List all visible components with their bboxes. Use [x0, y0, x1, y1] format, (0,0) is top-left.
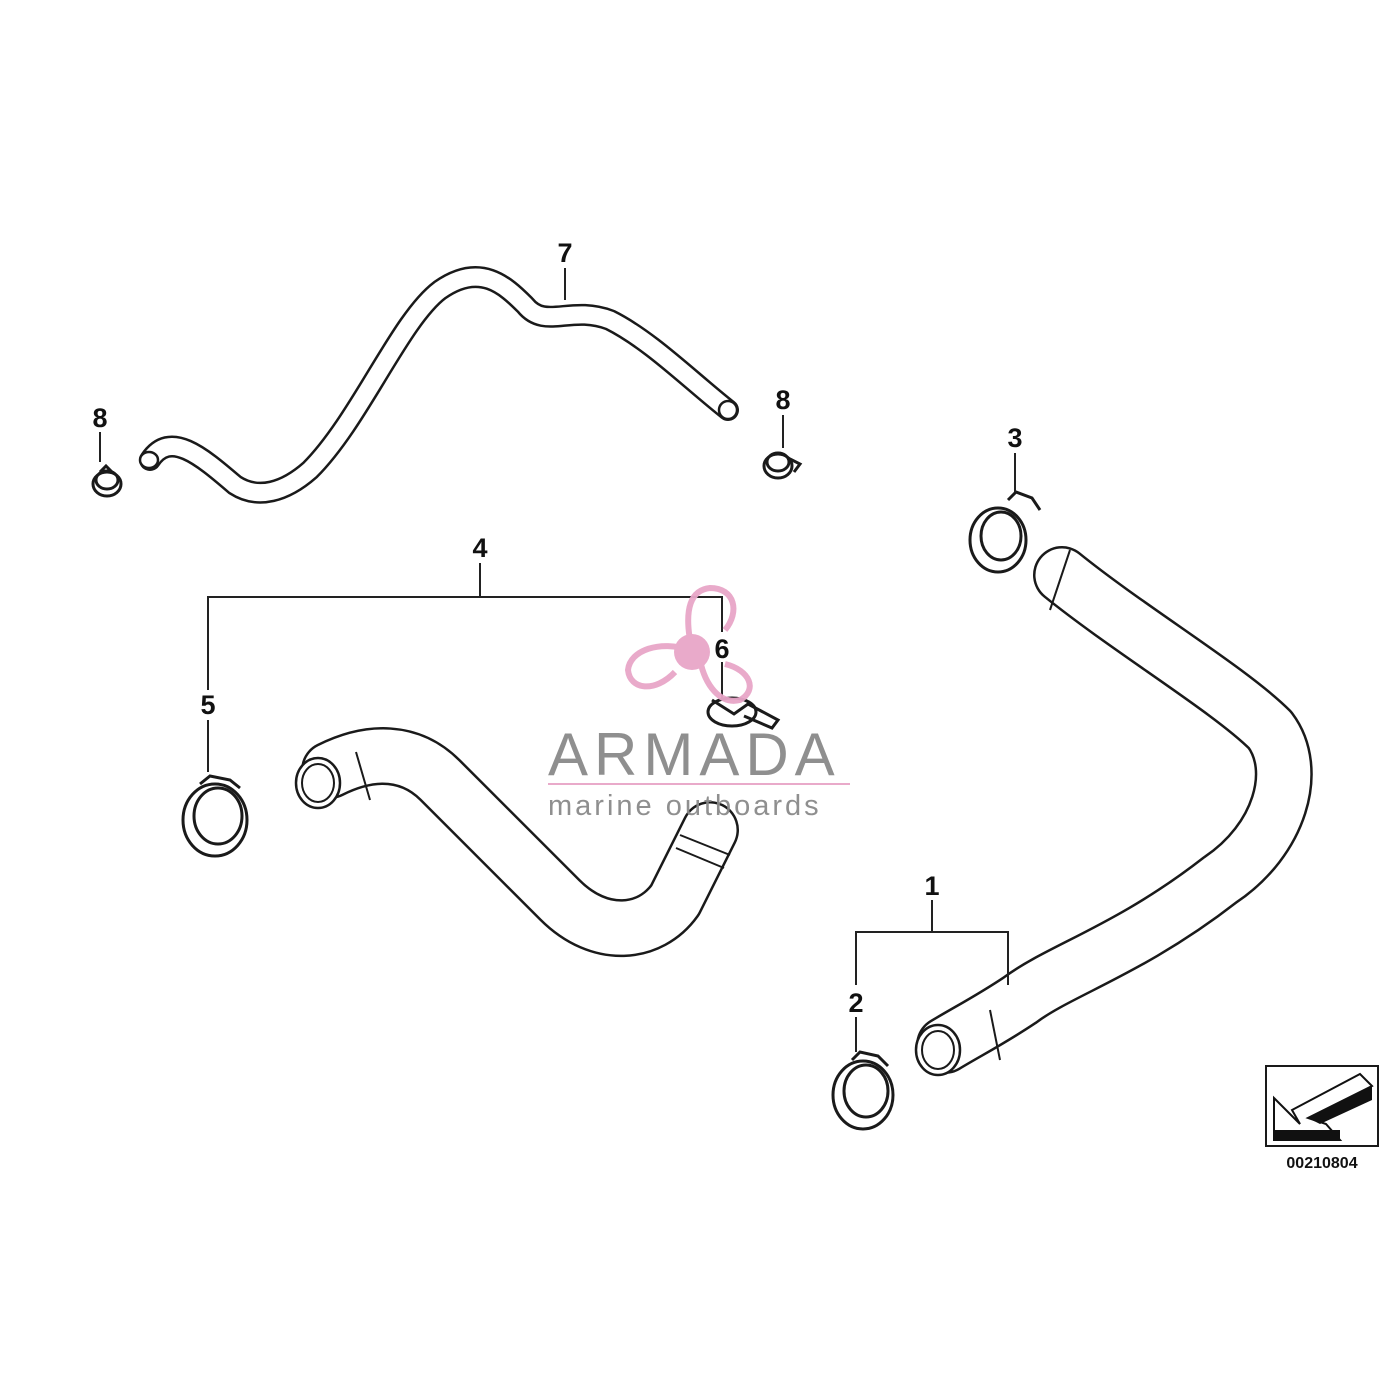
propeller-logo-icon — [624, 584, 753, 704]
hose-1 — [914, 546, 1313, 1077]
callout-8-right: 8 — [775, 385, 790, 415]
callout-8-left: 8 — [92, 403, 107, 433]
callout-7: 7 — [557, 238, 572, 268]
callout-6: 6 — [714, 634, 729, 664]
callout-4: 4 — [472, 533, 487, 563]
leader-lines — [99, 268, 1016, 1052]
callout-2: 2 — [848, 988, 863, 1018]
watermark-tagline: marine outboards — [548, 790, 822, 822]
clamp-8-left — [91, 463, 123, 498]
hose-4 — [294, 727, 739, 958]
clamp-5 — [181, 774, 249, 858]
watermark-brand: ARMADA — [548, 721, 841, 788]
callout-3: 3 — [1007, 423, 1022, 453]
direction-arrow-icon — [1273, 1072, 1374, 1141]
callout-1: 1 — [924, 871, 939, 901]
reference-box: 00210804 — [1265, 1065, 1379, 1172]
callout-5: 5 — [200, 690, 215, 720]
clamp-2 — [831, 1050, 895, 1131]
hose-7 — [138, 266, 739, 504]
clamp-3 — [968, 490, 1042, 574]
reference-number: 00210804 — [1286, 1155, 1357, 1172]
clamp-8-right — [762, 451, 803, 480]
armada-watermark: ARMADA marine outboards — [548, 584, 850, 822]
